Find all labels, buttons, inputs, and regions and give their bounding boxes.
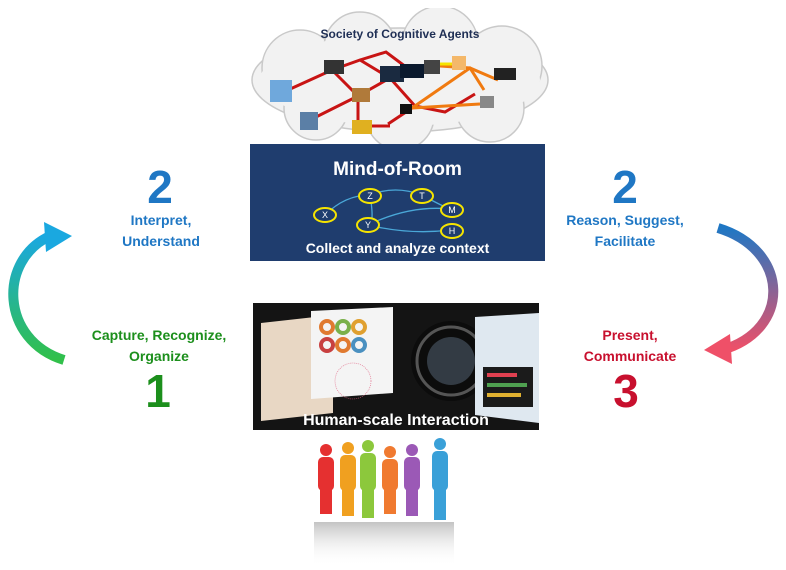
step-present-line2: Communicate — [583, 348, 677, 364]
node-x: X — [322, 210, 328, 220]
mind-of-room-title: Mind-of-Room — [333, 159, 462, 180]
step-interpret-label: Interpret, Understand — [86, 210, 236, 252]
step-interpret-line1: Interpret, — [130, 212, 192, 228]
context-graph: Z T X M Y H — [313, 188, 464, 239]
node-h: H — [449, 226, 456, 236]
step-present-line1: Present, — [602, 327, 658, 343]
step-interpret-line2: Understand — [122, 233, 200, 249]
step-capture-line2: Organize — [129, 348, 189, 364]
node-y: Y — [365, 220, 371, 230]
node-z: Z — [367, 191, 373, 201]
step-reason-line1: Reason, Suggest, — [566, 212, 684, 228]
step-reason-number: 2 — [612, 161, 638, 213]
step-capture-number: 1 — [145, 365, 171, 417]
step-capture-line1: Capture, Recognize, — [91, 327, 227, 343]
left-cycle-arrow — [8, 231, 66, 365]
agents-cloud — [251, 8, 549, 148]
mind-of-room-panel — [250, 144, 545, 261]
mind-of-room-subtitle: Collect and analyze context — [305, 240, 490, 256]
step-present-label: Present, Communicate — [560, 325, 700, 367]
step-reason-label: Reason, Suggest, Facilitate — [540, 210, 710, 252]
step-reason-line2: Facilitate — [594, 233, 656, 249]
interaction-label: Human-scale Interaction — [303, 412, 489, 429]
people-silhouettes — [314, 438, 454, 566]
step-capture-label: Capture, Recognize, Organize — [64, 325, 254, 367]
interaction-panel — [253, 303, 539, 430]
cloud-title: Society of Cognitive Agents — [320, 27, 480, 41]
right-cycle-arrow — [716, 223, 779, 355]
node-t: T — [419, 191, 425, 201]
node-m: M — [448, 205, 456, 215]
step-present-number: 3 — [613, 365, 639, 417]
step-interpret-number: 2 — [147, 161, 173, 213]
